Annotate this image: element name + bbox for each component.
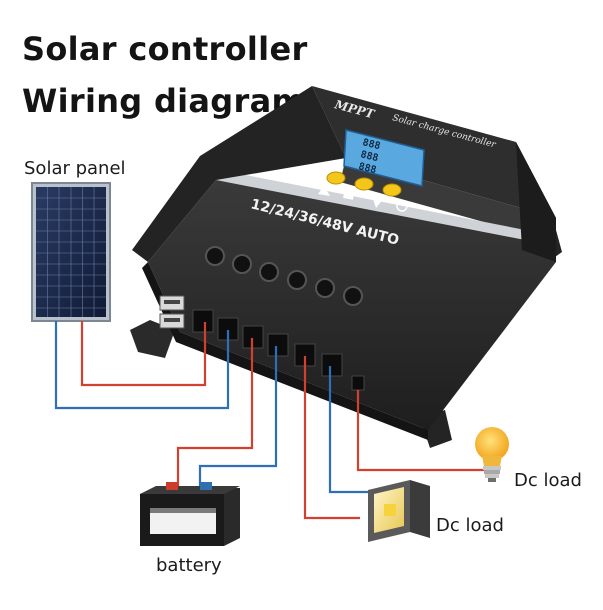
dc-load-lamp-label: Dc load — [436, 515, 504, 536]
solar-panel — [31, 182, 111, 322]
solar-positive-wire — [80, 321, 207, 387]
power-icon — [396, 200, 408, 212]
solar-negative-wire — [54, 321, 230, 410]
lamp-positive-wire — [303, 356, 360, 520]
down-arrow-icon — [372, 196, 384, 208]
light-bulb — [475, 427, 509, 482]
lcd-row-3: 888 — [357, 161, 377, 176]
set-button[interactable] — [354, 177, 374, 191]
battery-negative-wire — [198, 346, 278, 490]
lamp-negative-wire — [328, 366, 368, 494]
up-arrow-icon — [318, 186, 330, 196]
on-off-button[interactable] — [382, 183, 402, 197]
flood-light — [368, 480, 430, 542]
lcd-display: 888 888 888 — [343, 129, 425, 187]
menu-button[interactable] — [326, 171, 346, 185]
dc-load-bulb-label: Dc load — [514, 470, 582, 491]
terminal-blocks — [192, 309, 365, 391]
solar-panel-label: Solar panel — [24, 158, 126, 179]
title-line-2: Wiring diagram — [22, 82, 306, 120]
battery-positive-wire — [176, 338, 254, 490]
title-line-1: Solar controller — [22, 30, 308, 68]
wires — [54, 321, 490, 520]
battery-label: battery — [156, 555, 222, 576]
lcd-row-2: 888 — [359, 149, 379, 164]
bulb-positive-wire — [356, 390, 490, 472]
indicator-holes — [205, 246, 363, 306]
usb-ports — [159, 295, 185, 329]
battery — [140, 482, 240, 546]
menu-square-icon — [343, 189, 355, 200]
lcd-row-1: 888 — [361, 137, 381, 152]
